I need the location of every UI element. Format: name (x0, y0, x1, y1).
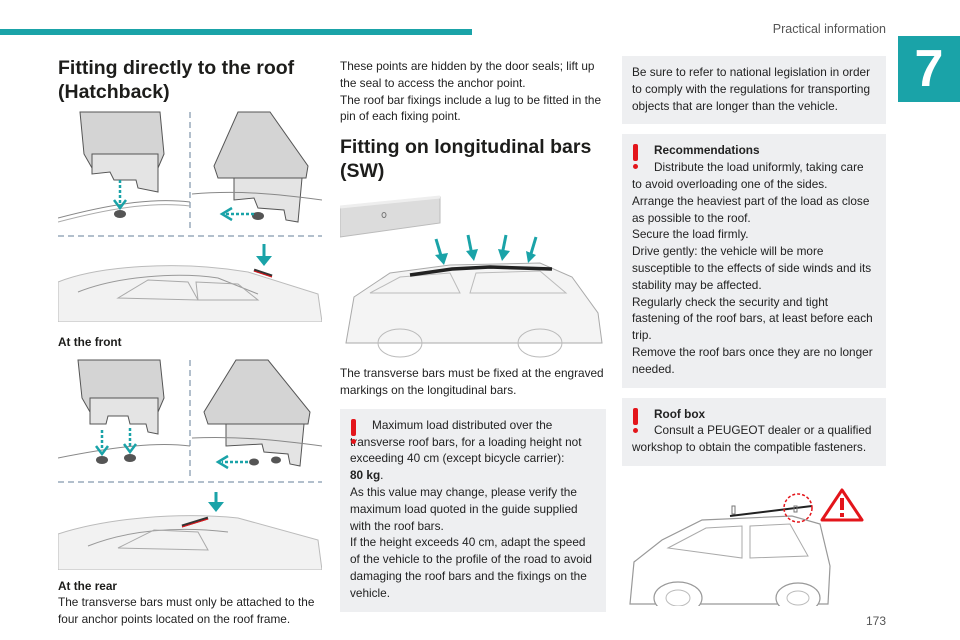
front-fixing-closeup-illustration (58, 111, 322, 237)
warning-text-3: If the height exceeds 40 cm, adapt the s… (350, 535, 592, 600)
warning-icon (632, 407, 640, 434)
warning-text-1: Maximum load distributed over the transv… (350, 417, 582, 466)
caption-rear: At the rear (58, 579, 118, 593)
chapter-tab: 7 (898, 36, 960, 102)
roof-box-title: Roof box (654, 406, 706, 421)
paragraph-fixings: The roof bar fixings include a lug to be… (340, 92, 602, 124)
legislation-text: Be sure to refer to national legislation… (632, 65, 871, 113)
recommendations-title: Recommendations (654, 143, 760, 158)
page-number: 173 (865, 614, 886, 628)
warning-load-value: 80 kg. (350, 468, 384, 483)
recommendation-1: Distribute the load uniformly, taking ca… (632, 160, 864, 191)
paragraph-seal: These points are hidden by the door seal… (340, 59, 595, 90)
recommendation-3: Secure the load firmly. (632, 227, 749, 242)
recommendations-warning: Recommendations Distribute the load unif… (622, 134, 886, 388)
column-1: Fitting directly to the roof (Hatchback)… (58, 56, 322, 628)
top-accent-bar (0, 29, 472, 35)
heading-sw: Fitting on longitudinal bars (SW) (340, 136, 592, 183)
recommendation-2: Arrange the heaviest part of the load as… (632, 193, 870, 225)
roof-box-warning: Roof box Consult a PEUGEOT dealer or a q… (622, 397, 886, 466)
roof-box-text: Consult a PEUGEOT dealer or a qualified … (632, 423, 872, 455)
column-3: Be sure to refer to national legislation… (622, 56, 886, 606)
caption-front: At the front (58, 335, 122, 349)
warning-icon (632, 144, 640, 170)
roof-box-car-illustration (629, 488, 864, 606)
max-load-warning: Maximum load distributed over the transv… (340, 408, 606, 612)
hatchback-front-position-illustration (58, 244, 322, 322)
heading-hatchback: Fitting directly to the roof (Hatchback) (58, 57, 295, 103)
recommendation-5: Regularly check the security and tight f… (632, 294, 873, 343)
recommendation-4: Drive gently: the vehicle will be more s… (632, 244, 872, 292)
warning-icon (350, 418, 358, 445)
text-rear: The transverse bars must only be attache… (58, 595, 315, 626)
column-2: These points are hidden by the door seal… (340, 58, 606, 612)
paragraph-engraved-markings: The transverse bars must be fixed at the… (340, 366, 604, 397)
legislation-note: Be sure to refer to national legislation… (622, 56, 886, 125)
warning-text-2: As this value may change, please verify … (350, 484, 578, 533)
rear-fixing-closeup-illustration (58, 359, 322, 483)
recommendation-6: Remove the roof bars once they are no lo… (632, 344, 873, 376)
section-title: Practical information (772, 22, 886, 36)
hatchback-rear-position-illustration (58, 492, 322, 570)
sw-longitudinal-bars-illustration (340, 195, 603, 358)
